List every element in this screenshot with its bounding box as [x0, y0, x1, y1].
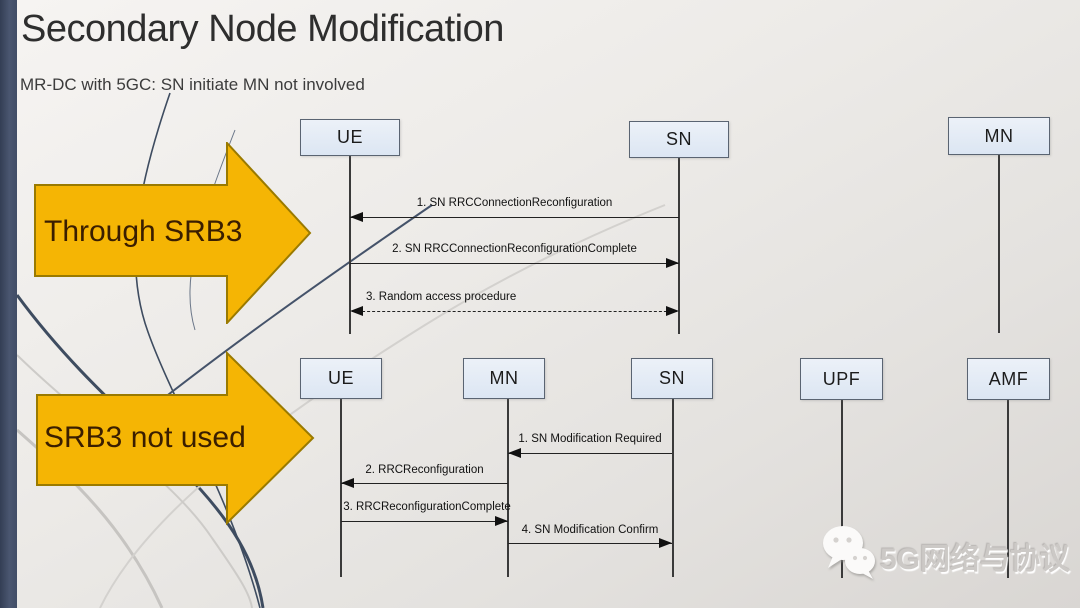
arrowhead-right-icon: [495, 516, 508, 526]
message-label: 3. Random access procedure: [366, 291, 517, 303]
node-sn-bottom: SN: [631, 358, 713, 399]
watermark-text: 5G网络与协议: [880, 543, 1071, 576]
node-label: UPF: [822, 368, 861, 389]
message-label: 4. SN Modification Confirm: [521, 524, 659, 536]
node-label: AMF: [988, 368, 1029, 389]
node-ue-bottom: UE: [300, 358, 382, 399]
callout-srb3-not-used: [35, 350, 316, 531]
node-label: UE: [327, 368, 354, 388]
wechat-icon: [823, 526, 875, 579]
arrowhead-left-icon: [350, 212, 363, 222]
page-subtitle: MR-DC with 5GC: SN initiate MN not invol…: [20, 75, 365, 94]
callout-through-srb3-label: Through SRB3: [44, 215, 243, 248]
message-label: 2. RRCReconfiguration: [365, 464, 484, 476]
arrowhead-left-icon: [508, 448, 521, 458]
watermark: 5G网络与协议: [818, 518, 1080, 596]
message-line: [508, 543, 672, 544]
lifeline-ue-bottom: [340, 399, 342, 577]
message-label: 1. SN Modification Required: [518, 433, 662, 445]
node-mn-bottom: MN: [463, 358, 545, 399]
node-label: MN: [489, 368, 519, 388]
lifeline-sn-bottom: [672, 399, 674, 577]
message-line: [508, 453, 672, 454]
decorative-curve: [99, 204, 666, 608]
callout-through-srb3: [33, 140, 313, 329]
message-line-dashed: [352, 311, 677, 312]
block-arrow-right-icon: [34, 140, 312, 326]
message-label: 1. SN RRCConnectionReconfiguration: [416, 197, 613, 209]
arrowhead-left-icon: [350, 306, 363, 316]
node-sn-top: SN: [629, 121, 729, 158]
node-upf-bottom: UPF: [800, 358, 883, 400]
arrowhead-right-icon: [659, 538, 672, 548]
page-title: Secondary Node Modification: [21, 8, 504, 50]
arrowhead-left-icon: [341, 478, 354, 488]
lifeline-sn-top: [678, 158, 680, 334]
node-label: MN: [984, 125, 1014, 146]
message-label: 2. SN RRCConnectionReconfigurationComple…: [392, 243, 637, 255]
message-line: [350, 263, 679, 264]
arrowhead-right-icon: [666, 258, 679, 268]
message-line: [341, 483, 508, 484]
message-line: [350, 217, 679, 218]
node-mn-top: MN: [948, 117, 1050, 155]
node-amf-bottom: AMF: [967, 358, 1050, 400]
decorative-curve: [16, 428, 164, 608]
node-label: SN: [658, 368, 685, 388]
block-arrow-right-icon: [36, 350, 315, 526]
lifeline-mn-top: [998, 155, 1000, 333]
lifeline-upf-bottom: [841, 400, 843, 578]
lifeline-amf-bottom: [1007, 400, 1009, 578]
callout-srb3-not-used-label: SRB3 not used: [44, 421, 246, 454]
left-accent-bar: [0, 0, 17, 608]
message-line: [341, 521, 508, 522]
lifeline-mn-bottom: [507, 399, 509, 577]
node-label: SN: [665, 129, 692, 149]
node-ue-top: UE: [300, 119, 400, 156]
node-label: UE: [336, 127, 363, 147]
lifeline-ue-top: [349, 156, 351, 334]
arrowhead-right-icon: [666, 306, 679, 316]
message-label: 3. RRCReconfigurationComplete: [343, 501, 511, 513]
